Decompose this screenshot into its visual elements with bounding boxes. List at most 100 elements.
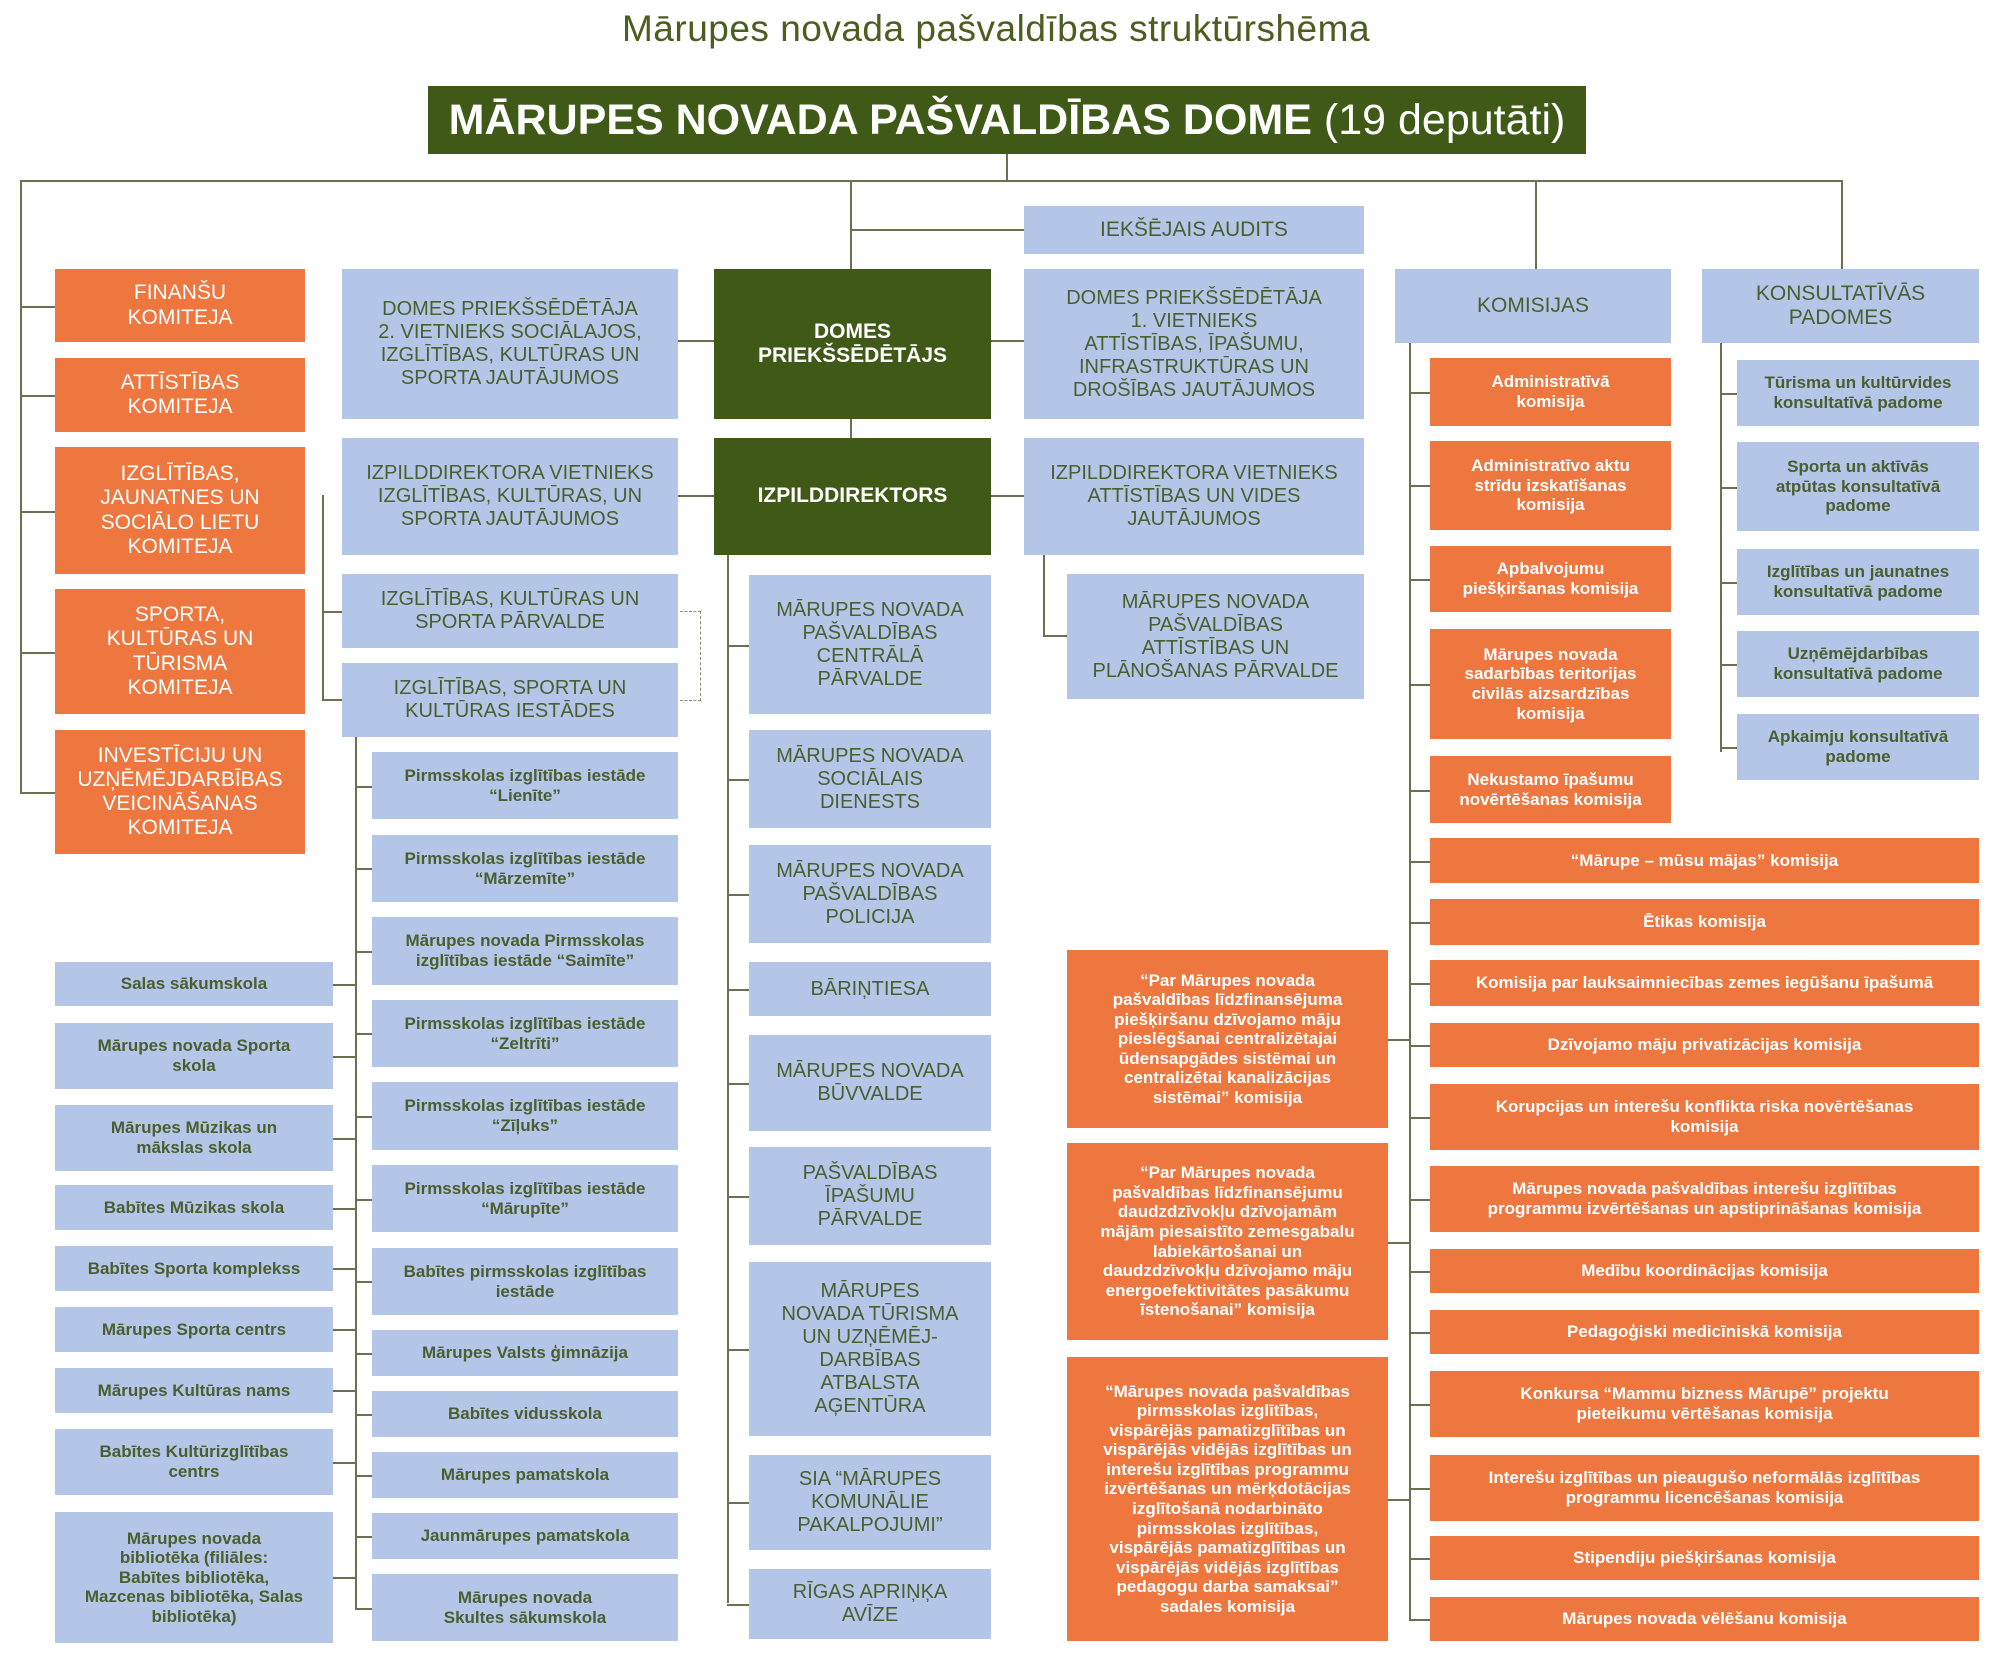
connector-line bbox=[1409, 1045, 1430, 1047]
connector-line bbox=[355, 1116, 372, 1118]
school-box: Babītes vidusskola bbox=[372, 1391, 678, 1437]
institution-box: Mārupes novada bibliotēka (filiāles: Bab… bbox=[55, 1512, 333, 1643]
connector-line bbox=[20, 395, 55, 397]
connector-line bbox=[1409, 1619, 1430, 1621]
commission-box: Ētikas komisija bbox=[1430, 899, 1979, 945]
connector-line bbox=[355, 1475, 372, 1477]
chair-box: DOMES PRIEKŠSĒDĒTĀJS bbox=[714, 269, 991, 419]
council-box: Apkaimju konsultatīvā padome bbox=[1737, 714, 1979, 780]
connector-line bbox=[322, 699, 342, 701]
school-box: Jaunmārupes pamatskola bbox=[372, 1513, 678, 1559]
connector-line bbox=[727, 1604, 749, 1606]
connector-line bbox=[1409, 579, 1430, 581]
commission-box: Medību koordinācijas komisija bbox=[1430, 1249, 1979, 1293]
connector-line bbox=[1409, 922, 1430, 924]
connector-line bbox=[1720, 393, 1737, 395]
connector-line bbox=[333, 1056, 356, 1058]
connector-line bbox=[1409, 1332, 1430, 1334]
connector-line bbox=[355, 1536, 372, 1538]
funding-commission-box: “Mārupes novada pašvaldības pirmsskolas … bbox=[1067, 1357, 1388, 1641]
connector-line bbox=[1409, 684, 1430, 686]
executive-director-box: IZPILDDIREKTORS bbox=[714, 438, 991, 555]
connector-line bbox=[1409, 1404, 1430, 1406]
connector-line bbox=[850, 180, 852, 269]
central-unit-box: PAŠVALDĪBAS ĪPAŠUMU PĀRVALDE bbox=[749, 1147, 991, 1245]
dev-admin-box: MĀRUPES NOVADA PAŠVALDĪBAS ATTĪSTĪBAS UN… bbox=[1067, 574, 1364, 699]
connector-line bbox=[20, 180, 22, 792]
connector-line bbox=[355, 737, 357, 1608]
funding-commission-box: “Par Mārupes novada pašvaldības līdzfina… bbox=[1067, 950, 1388, 1128]
connector-line bbox=[678, 340, 714, 342]
councils-header: KONSULTATĪVĀS PADOMES bbox=[1702, 269, 1979, 343]
connector-line bbox=[1535, 180, 1537, 269]
committee-box: IZGLĪTĪBAS, JAUNATNES UN SOCIĀLO LIETU K… bbox=[55, 447, 305, 574]
connector-line bbox=[727, 1502, 749, 1504]
connector-line bbox=[355, 868, 372, 870]
institution-box: Mārupes Sporta centrs bbox=[55, 1307, 333, 1352]
connector-line bbox=[1409, 392, 1430, 394]
institution-box: Mārupes Kultūras nams bbox=[55, 1368, 333, 1413]
connector-line bbox=[1043, 555, 1045, 636]
school-box: Mārupes novada Skultes sākumskola bbox=[372, 1574, 678, 1641]
central-unit-box: RĪGAS APRIŅĶA AVĪZE bbox=[749, 1569, 991, 1639]
institution-box: Babītes Mūzikas skola bbox=[55, 1185, 333, 1230]
commission-box: Konkursa “Mammu bizness Mārupē” projektu… bbox=[1430, 1371, 1979, 1437]
connector-line bbox=[333, 1329, 356, 1331]
central-unit-box: MĀRUPES NOVADA BŪVVALDE bbox=[749, 1035, 991, 1131]
commission-box: Mārupes novada sadarbības teritorijas ci… bbox=[1430, 629, 1671, 739]
commission-box: Stipendiju piešķiršanas komisija bbox=[1430, 1536, 1979, 1580]
connector-line bbox=[1720, 582, 1737, 584]
connector-line bbox=[20, 306, 55, 308]
connector-line bbox=[1720, 487, 1737, 489]
connector-line bbox=[1388, 1039, 1410, 1041]
connector-line bbox=[1043, 635, 1067, 637]
council-name: MĀRUPES NOVADA PAŠVALDĪBAS DOME bbox=[448, 95, 1312, 144]
connector-line bbox=[20, 180, 1843, 182]
commission-box: Mārupes novada pašvaldības interešu izgl… bbox=[1430, 1166, 1979, 1232]
commission-box: Pedagoģiski medicīniskā komisija bbox=[1430, 1310, 1979, 1354]
exec-deputy-dev-box: IZPILDDIREKTORA VIETNIEKS ATTĪSTĪBAS UN … bbox=[1024, 438, 1364, 555]
council-box: Izglītības un jaunatnes konsultatīvā pad… bbox=[1737, 549, 1979, 615]
connector-line bbox=[1409, 1558, 1430, 1560]
connector-line bbox=[355, 1033, 372, 1035]
connector-line bbox=[1720, 747, 1737, 749]
deputy-chair-1-box: DOMES PRIEKŠSĒDĒTĀJA 1. VIETNIEKS ATTĪST… bbox=[1024, 269, 1364, 419]
institution-box: Babītes Sporta komplekss bbox=[55, 1246, 333, 1291]
school-box: Pirmsskolas izglītības iestāde “Zeltrīti… bbox=[372, 1000, 678, 1067]
connector-line bbox=[1720, 343, 1722, 752]
connector-line bbox=[333, 1577, 356, 1579]
central-unit-box: MĀRUPES NOVADA SOCIĀLAIS DIENESTS bbox=[749, 730, 991, 828]
committee-box: INVESTĪCIJU UN UZŅĒMĒJDARBĪBAS VEICINĀŠA… bbox=[55, 730, 305, 854]
commission-box: Administratīvo aktu strīdu izskatīšanas … bbox=[1430, 441, 1671, 530]
connector-line bbox=[355, 1353, 372, 1355]
connector-line bbox=[727, 1083, 749, 1085]
edu-admin-box: IZGLĪTĪBAS, KULTŪRAS UN SPORTA PĀRVALDE bbox=[342, 574, 678, 648]
connector-line bbox=[355, 1281, 372, 1283]
connector-line bbox=[678, 495, 714, 497]
connector-line bbox=[727, 1196, 749, 1198]
commission-box: Administratīvā komisija bbox=[1430, 358, 1671, 426]
commissions-header: KOMISIJAS bbox=[1395, 269, 1671, 343]
connector-line bbox=[727, 645, 749, 647]
council-box: Tūrisma un kultūrvides konsultatīvā pado… bbox=[1737, 360, 1979, 426]
connector-line bbox=[322, 611, 342, 613]
connector-line bbox=[355, 786, 372, 788]
central-unit-box: MĀRUPES NOVADA TŪRISMA UN UZŅĒMĒJ- DARBĪ… bbox=[749, 1262, 991, 1436]
connector-line bbox=[1841, 180, 1843, 269]
connector-line bbox=[355, 1608, 372, 1610]
institution-box: Mārupes Mūzikas un mākslas skola bbox=[55, 1105, 333, 1171]
connector-line bbox=[727, 894, 749, 896]
connector-line bbox=[1409, 1488, 1430, 1490]
connector-line bbox=[1388, 1499, 1410, 1501]
school-box: Pirmsskolas izglītības iestāde “Zīļuks” bbox=[372, 1082, 678, 1150]
committee-box: FINANŠU KOMITEJA bbox=[55, 269, 305, 342]
connector-line bbox=[333, 1268, 356, 1270]
central-unit-box: MĀRUPES NOVADA PAŠVALDĪBAS POLICIJA bbox=[749, 845, 991, 943]
connector-line bbox=[355, 1199, 372, 1201]
council-box: Sporta un aktīvās atpūtas konsultatīvā p… bbox=[1737, 442, 1979, 531]
connector-line bbox=[1409, 1271, 1430, 1273]
central-unit-box: MĀRUPES NOVADA PAŠVALDĪBAS CENTRĀLĀ PĀRV… bbox=[749, 575, 991, 714]
connector-line bbox=[1409, 983, 1430, 985]
commission-box: Interešu izglītības un pieaugušo neformā… bbox=[1430, 1455, 1979, 1521]
central-unit-box: BĀRIŅTIESA bbox=[749, 962, 991, 1016]
